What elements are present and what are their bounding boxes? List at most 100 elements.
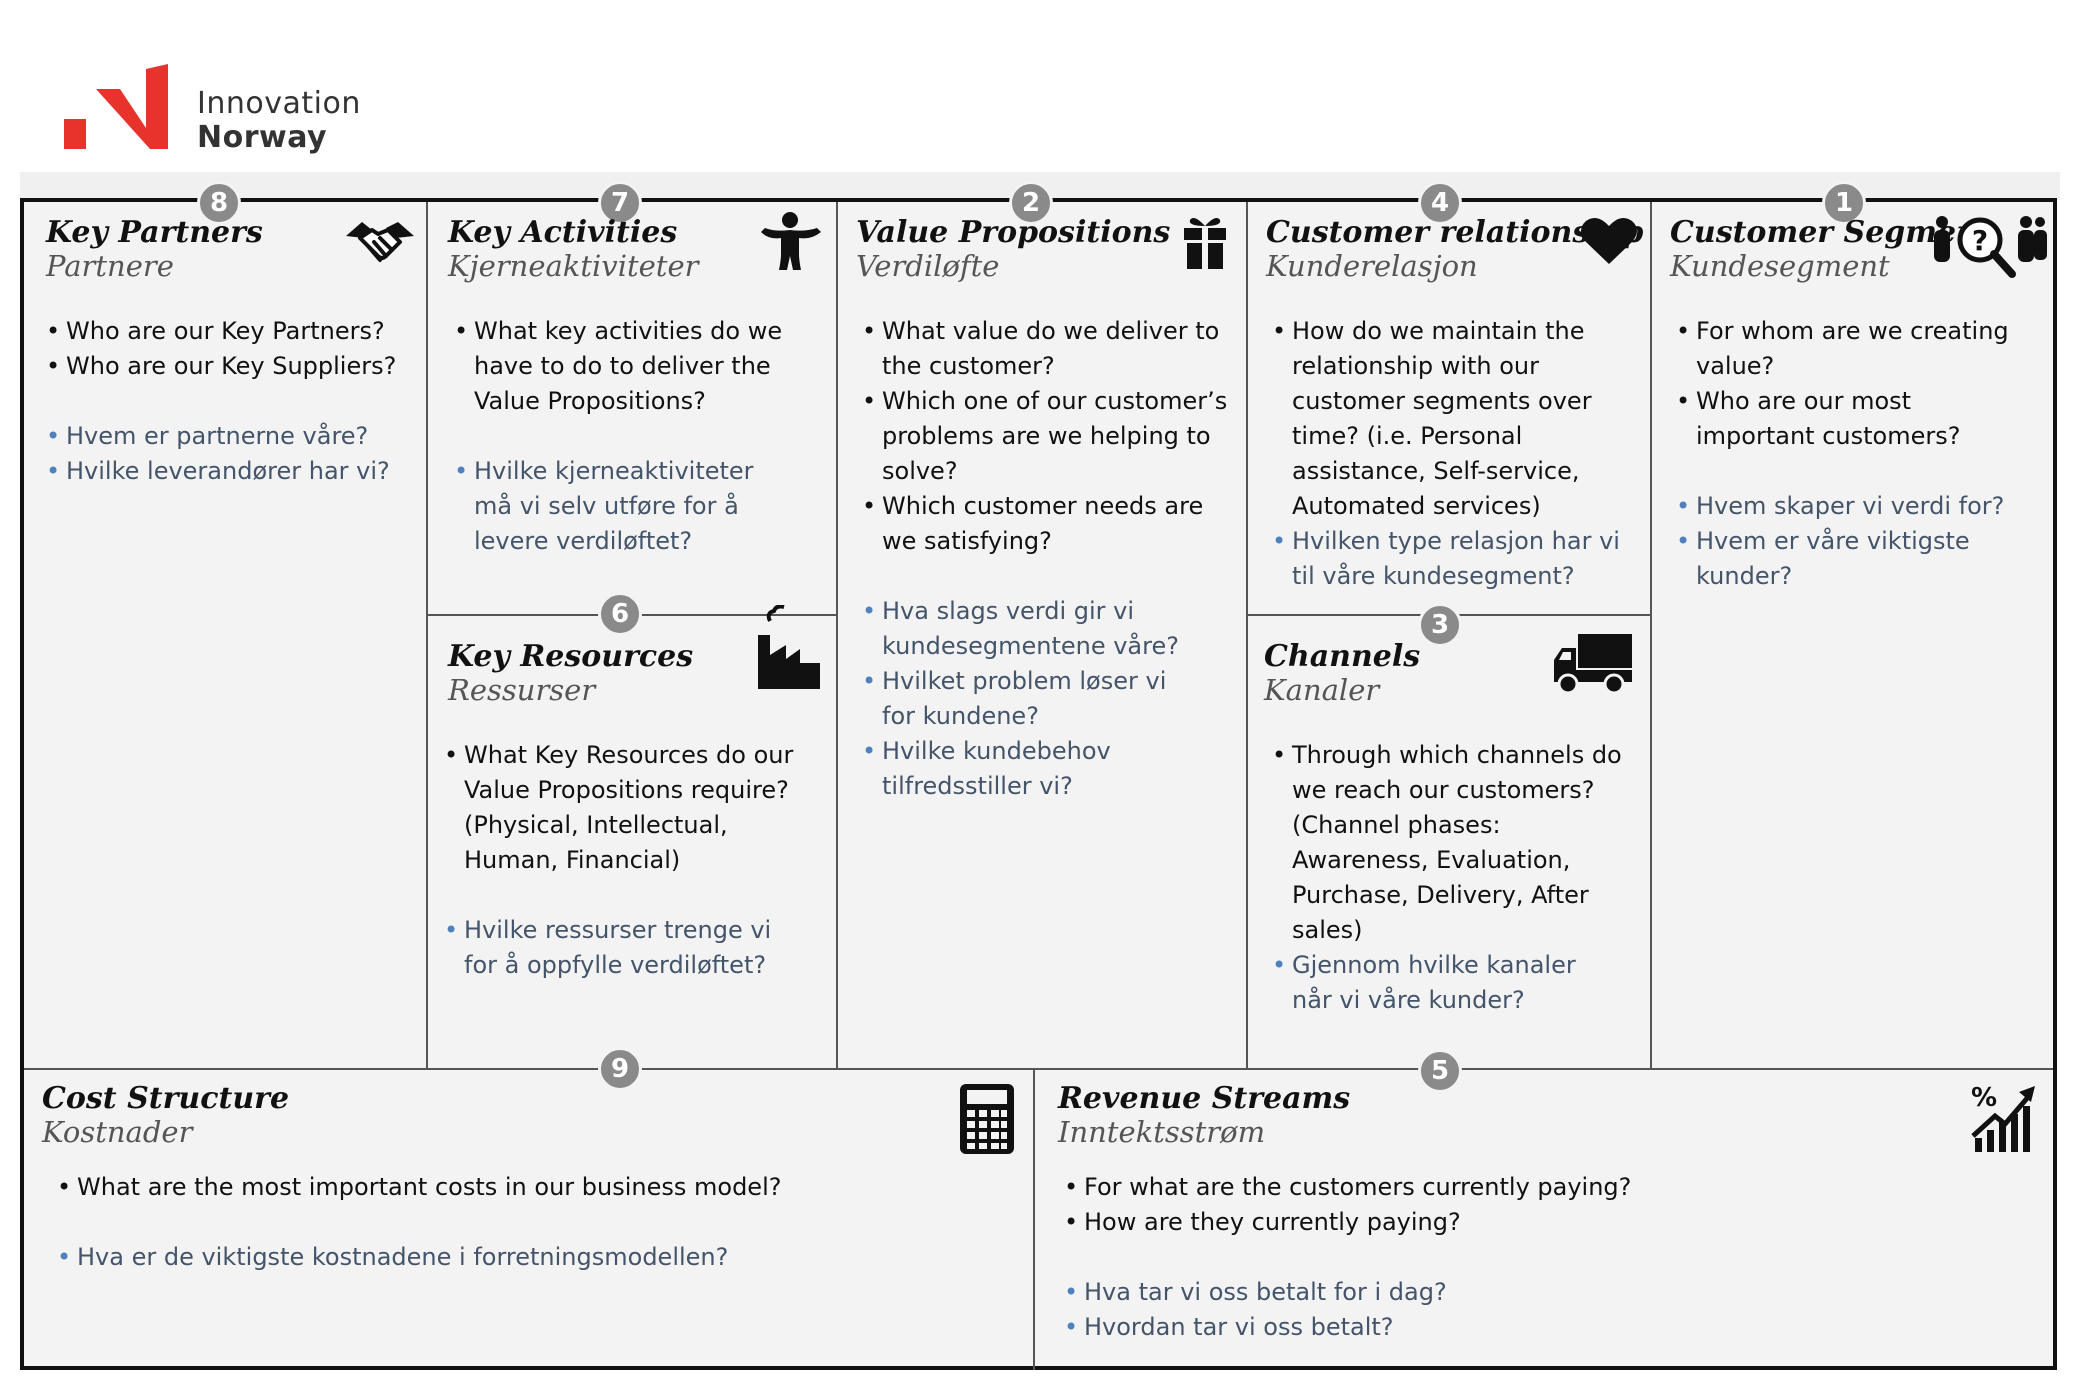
block-title: Revenue Streams	[1058, 1081, 1351, 1116]
question-no: Hvilke leverandører har vi?	[46, 454, 416, 489]
truck-icon	[1554, 634, 1632, 695]
customer-relationship-block: Customer relationship Kunderelasjon How …	[1266, 216, 1646, 594]
questions-en: What key activities do we have to do to …	[454, 314, 794, 419]
step-badge: 6	[598, 592, 642, 636]
chart-growth-icon: %	[1971, 1083, 2035, 1152]
questions-no: Hvem skaper vi verdi for? Hvem er våre v…	[1676, 489, 2026, 594]
question-en: What are the most important costs in our…	[57, 1170, 1022, 1205]
questions-no: Gjennom hvilke kanaler når vi våre kunde…	[1272, 948, 1622, 1018]
questions-no: Hva slags verdi gir vi kundesegmentene v…	[862, 594, 1202, 804]
question-no: Hvilke kundebehov tilfredsstiller vi?	[862, 734, 1202, 804]
divider	[24, 1068, 2053, 1070]
block-title: Channels	[1264, 639, 1421, 674]
divider	[836, 202, 838, 1068]
innovation-norway-logo: Innovation Norway	[64, 64, 394, 155]
block-subtitle: Kostnader	[42, 1115, 193, 1149]
business-model-canvas: 8 7 2 4 1 6 3 9 5 Key Partners Partnere …	[20, 181, 2057, 1370]
question-no: Hvem skaper vi verdi for?	[1676, 489, 2026, 524]
heart-icon	[1581, 217, 1637, 264]
revenue-streams-block: Revenue Streams Inntektsstrøm For what a…	[1058, 1081, 1958, 1346]
questions-en: Through which channels do we reach our c…	[1272, 738, 1622, 948]
question-en: Who are our most important customers?	[1676, 384, 2026, 454]
question-no: Hvem er våre viktigste kunder?	[1676, 524, 2026, 594]
step-badge: 3	[1418, 603, 1462, 647]
divider	[426, 202, 428, 1068]
question-en: What Key Resources do our Value Proposit…	[444, 738, 804, 878]
question-no: Hvilken type relasjon har vi til våre ku…	[1272, 524, 1622, 594]
block-title: Key Resources	[448, 639, 694, 674]
channels-block: Channels Kanaler Through which channels …	[1264, 640, 1644, 1018]
block-subtitle: Kundesegment	[1670, 249, 1890, 283]
key-activities-block: Key Activities Kjerneaktiviteter What ke…	[448, 216, 818, 559]
factory-icon	[758, 605, 820, 689]
divider	[1033, 1068, 1035, 1370]
block-subtitle: Kjerneaktiviteter	[448, 249, 699, 283]
people-search-icon: ?	[1934, 216, 2047, 278]
person-icon	[761, 212, 821, 270]
handshake-icon	[346, 222, 414, 262]
question-en: Which one of our customer’s problems are…	[862, 384, 1232, 489]
key-resources-block: Key Resources Ressurser What Key Resourc…	[444, 639, 818, 983]
logo-word-innovation: Innovation	[197, 86, 361, 121]
divider	[1650, 202, 1652, 1068]
question-no: Hvilke kjerneaktiviteter må vi selv utfø…	[454, 454, 794, 559]
question-en: How are they currently paying?	[1064, 1205, 1958, 1240]
svg-text:?: ?	[1972, 224, 1988, 257]
question-en: How do we maintain the relationship with…	[1272, 314, 1612, 524]
block-title: Value Propositions	[856, 215, 1171, 250]
question-no: Hva slags verdi gir vi kundesegmentene v…	[862, 594, 1202, 664]
step-badge: 5	[1418, 1049, 1462, 1093]
cost-structure-block: Cost Structure Kostnader What are the mo…	[42, 1081, 1022, 1276]
question-en: Who are our Key Partners?	[46, 314, 416, 349]
step-badge: 2	[1009, 181, 1053, 225]
question-no: Hvem er partnerne våre?	[46, 419, 416, 454]
step-badge: 8	[197, 181, 241, 225]
question-no: Gjennom hvilke kanaler når vi våre kunde…	[1272, 948, 1622, 1018]
block-subtitle: Inntektsstrøm	[1058, 1115, 1266, 1149]
block-subtitle: Kanaler	[1264, 673, 1380, 707]
block-subtitle: Verdiløfte	[856, 249, 1000, 283]
questions-no: Hva tar vi oss betalt for i dag? Hvordan…	[1064, 1275, 1958, 1345]
step-badge: 7	[598, 181, 642, 225]
step-badge: 9	[598, 1047, 642, 1091]
block-title: Key Activities	[448, 215, 678, 250]
question-en: Which customer needs are we satisfying?	[862, 489, 1232, 559]
block-subtitle: Partnere	[46, 249, 174, 283]
svg-text:%: %	[1971, 1083, 1997, 1113]
logo-word-norway: Norway	[197, 120, 328, 155]
block-title: Customer relationship	[1266, 215, 1644, 250]
question-no: Hvordan tar vi oss betalt?	[1064, 1310, 1958, 1345]
questions-en: What are the most important costs in our…	[57, 1170, 1022, 1205]
questions-en: What value do we deliver to the customer…	[862, 314, 1232, 559]
question-no: Hva er de viktigste kostnadene i forretn…	[57, 1240, 1022, 1275]
questions-en: For what are the customers currently pay…	[1064, 1170, 1958, 1240]
question-en: Through which channels do we reach our c…	[1272, 738, 1622, 948]
key-partners-block: Key Partners Partnere Who are our Key Pa…	[46, 215, 416, 490]
calculator-icon	[960, 1084, 1014, 1154]
question-no: Hvilke ressurser trenge vi for å oppfyll…	[444, 913, 784, 983]
question-en: What key activities do we have to do to …	[454, 314, 794, 419]
questions-no: Hva er de viktigste kostnadene i forretn…	[57, 1240, 1022, 1275]
question-en: For what are the customers currently pay…	[1064, 1170, 1958, 1205]
questions-no: Hvem er partnerne våre? Hvilke leverandø…	[46, 419, 416, 489]
question-en: For whom are we creating value?	[1676, 314, 2026, 384]
questions-no: Hvilken type relasjon har vi til våre ku…	[1272, 524, 1622, 594]
questions-no: Hvilke kjerneaktiviteter må vi selv utfø…	[454, 454, 794, 559]
customer-segment-block: Customer Segment Kundesegment For whom a…	[1670, 216, 2050, 594]
block-subtitle: Kunderelasjon	[1266, 249, 1478, 283]
question-no: Hvilket problem løser vi for kundene?	[862, 664, 1202, 734]
question-no: Hva tar vi oss betalt for i dag?	[1064, 1275, 1958, 1310]
step-badge: 4	[1418, 181, 1462, 225]
question-en: Who are our Key Suppliers?	[46, 349, 416, 384]
question-en: What value do we deliver to the customer…	[862, 314, 1232, 384]
block-title: Cost Structure	[42, 1081, 290, 1116]
questions-en: Who are our Key Partners? Who are our Ke…	[46, 314, 416, 384]
block-title: Key Partners	[46, 215, 263, 250]
divider	[1246, 202, 1248, 1068]
value-propositions-block: Value Propositions Verdiløfte What value…	[856, 216, 1236, 804]
questions-en: How do we maintain the relationship with…	[1272, 314, 1612, 524]
questions-no: Hvilke ressurser trenge vi for å oppfyll…	[444, 913, 784, 983]
gift-icon	[1184, 218, 1226, 270]
questions-en: For whom are we creating value? Who are …	[1676, 314, 2026, 454]
block-subtitle: Ressurser	[448, 673, 596, 707]
